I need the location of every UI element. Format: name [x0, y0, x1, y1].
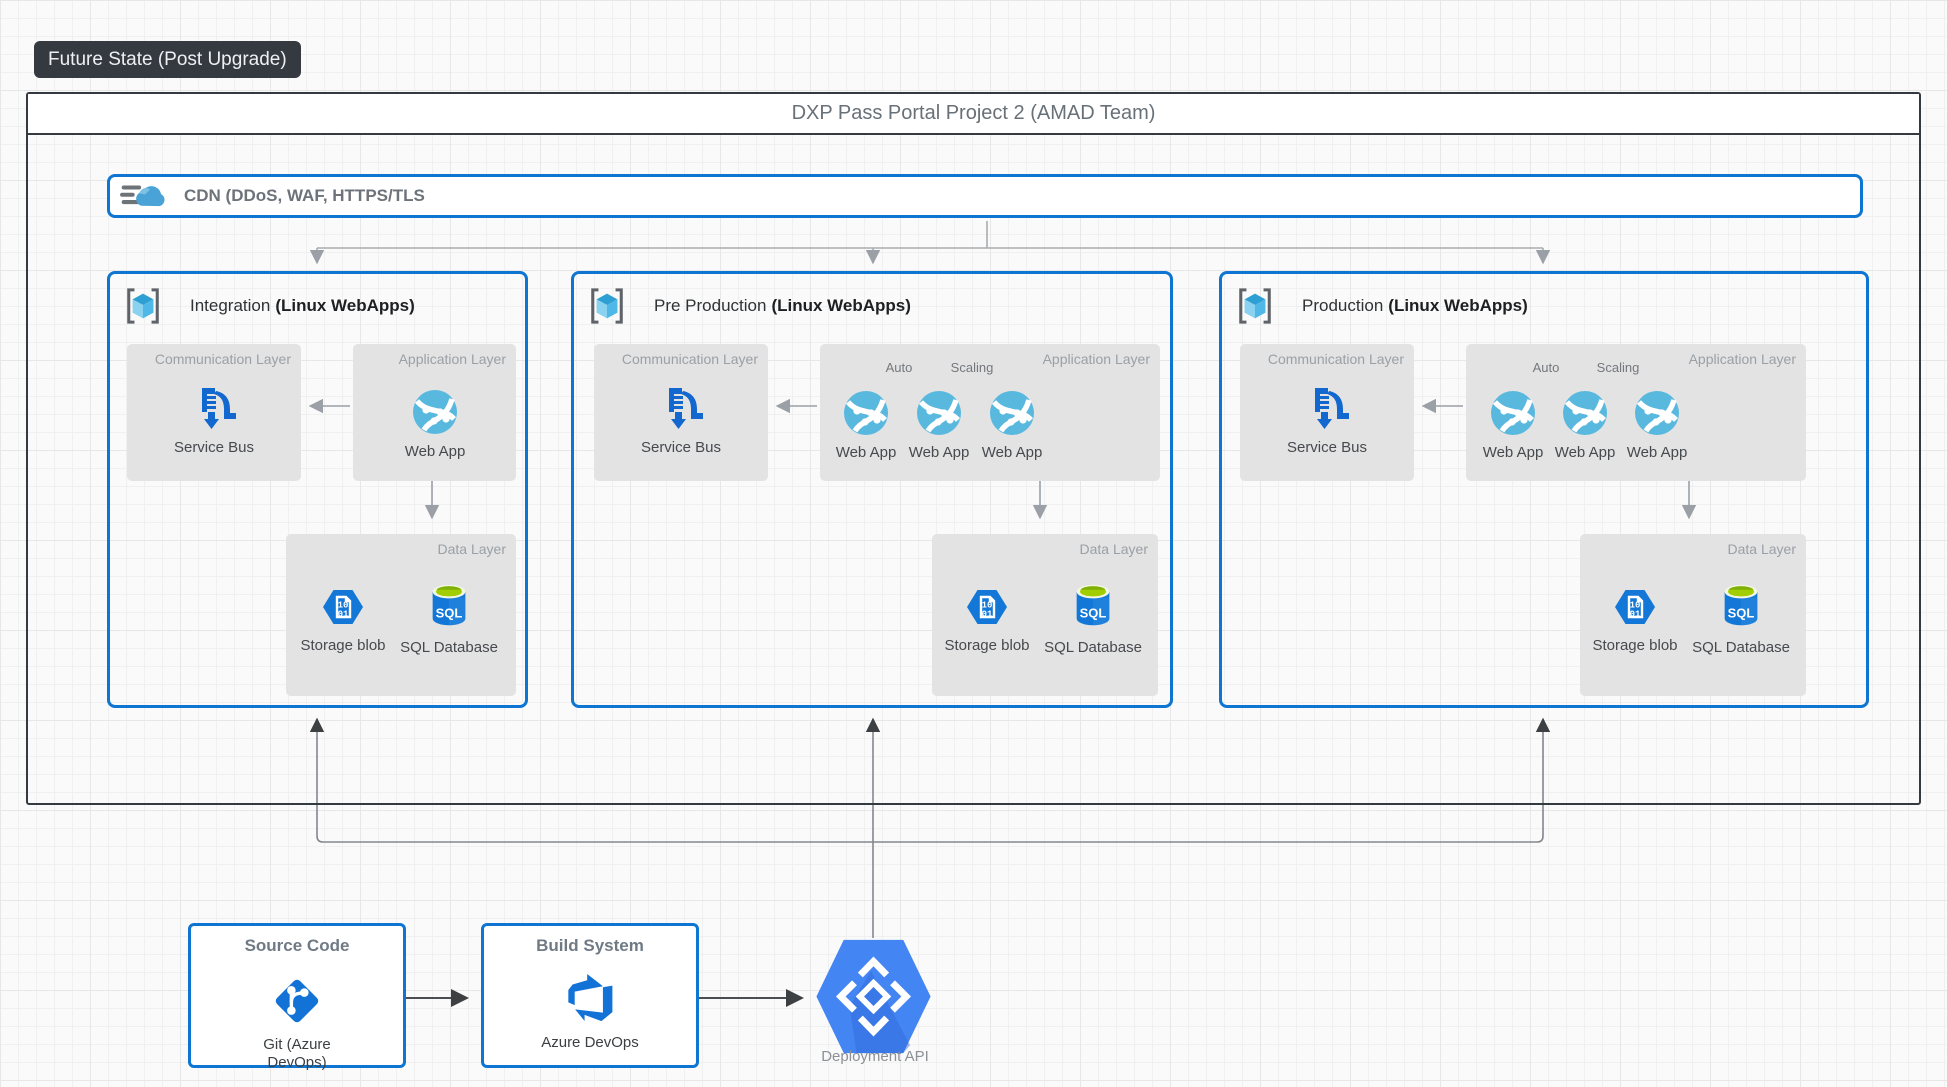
git-icon	[272, 976, 322, 1026]
scaling-label: Scaling	[1592, 360, 1644, 376]
storage-blob-icon	[965, 588, 1009, 626]
auto-label: Auto	[879, 360, 919, 376]
api-hexagon-icon	[811, 936, 936, 1057]
cdn-label: CDN (DDoS, WAF, HTTPS/TLS	[184, 186, 425, 205]
web-app-node[interactable]: Web App	[1549, 389, 1621, 461]
container-cube-icon	[1239, 288, 1271, 324]
build-system-title: Build System	[536, 936, 644, 955]
deployment-api-node[interactable]	[811, 936, 936, 1057]
storage-blob-node[interactable]: Storage blob	[288, 584, 398, 654]
web-app-icon	[411, 388, 459, 436]
azure-devops-node[interactable]: Azure DevOps	[484, 974, 696, 1051]
data-layer[interactable]: Data Layer Storage blob SQL Database	[932, 534, 1158, 696]
data-layer[interactable]: Data Layer Storage blob SQL Database	[1580, 534, 1806, 696]
web-app-node[interactable]: Web App	[830, 389, 902, 461]
sql-database-node[interactable]: SQL Database	[1037, 582, 1149, 656]
cdn-cloud-icon	[120, 185, 165, 207]
git-node[interactable]: Git (Azure DevOps)	[191, 974, 403, 1072]
deployment-api-label: Deployment API	[821, 1048, 929, 1065]
env-title: Production(Linux WebApps)	[1302, 296, 1528, 315]
web-app-node[interactable]: Web App	[1477, 389, 1549, 461]
web-app-node[interactable]: Web App	[1621, 389, 1693, 461]
web-app-icon	[1561, 389, 1609, 437]
env-integration[interactable]: Integration(Linux WebApps) Communication…	[107, 271, 528, 708]
service-bus-node[interactable]: Service Bus	[594, 384, 768, 456]
web-app-node[interactable]: Web App	[399, 388, 471, 460]
container-cube-icon	[127, 288, 159, 324]
storage-blob-icon	[1613, 588, 1657, 626]
source-code-title: Source Code	[244, 936, 350, 955]
sql-database-node[interactable]: SQL Database	[393, 582, 505, 656]
web-app-icon	[842, 389, 890, 437]
service-bus-node[interactable]: Service Bus	[1240, 384, 1414, 456]
scaling-label: Scaling	[946, 360, 998, 376]
env-title: Integration(Linux WebApps)	[190, 296, 415, 315]
project-container[interactable]: DXP Pass Portal Project 2 (AMAD Team)	[26, 92, 1921, 805]
web-app-node[interactable]: Web App	[976, 389, 1048, 461]
cdn-bar[interactable]: CDN (DDoS, WAF, HTTPS/TLS	[107, 174, 1863, 218]
sql-database-icon	[1076, 584, 1110, 626]
sql-database-icon	[1724, 584, 1758, 626]
communication-layer[interactable]: Communication Layer Service Bus	[594, 344, 768, 481]
service-bus-node[interactable]: Service Bus	[127, 384, 301, 456]
sql-database-icon	[432, 584, 466, 626]
service-bus-icon	[669, 388, 703, 429]
project-title: DXP Pass Portal Project 2 (AMAD Team)	[28, 94, 1919, 135]
env-pre-production[interactable]: Pre Production(Linux WebApps) Communicat…	[571, 271, 1173, 708]
storage-blob-icon	[321, 588, 365, 626]
communication-layer[interactable]: Communication Layer Service Bus	[1240, 344, 1414, 481]
web-app-icon	[1489, 389, 1537, 437]
web-app-node[interactable]: Web App	[903, 389, 975, 461]
service-bus-icon	[1315, 388, 1349, 429]
service-bus-icon	[202, 388, 236, 429]
azure-devops-icon	[568, 974, 613, 1022]
build-system-box[interactable]: Build System Azure DevOps	[481, 923, 699, 1068]
auto-label: Auto	[1526, 360, 1566, 376]
sql-database-node[interactable]: SQL Database	[1685, 582, 1797, 656]
application-layer[interactable]: Application Layer Web App	[353, 344, 516, 481]
source-code-box[interactable]: Source Code Git (Azure DevOps)	[188, 923, 406, 1071]
web-app-icon	[915, 389, 963, 437]
env-title: Pre Production(Linux WebApps)	[654, 296, 911, 315]
communication-layer[interactable]: Communication Layer Service Bus	[127, 344, 301, 481]
future-state-badge: Future State (Post Upgrade)	[34, 41, 301, 78]
web-app-icon	[1633, 389, 1681, 437]
container-cube-icon	[591, 288, 623, 324]
data-layer[interactable]: Data Layer Storage blob SQL Database	[286, 534, 516, 696]
storage-blob-node[interactable]: Storage blob	[932, 584, 1042, 654]
storage-blob-node[interactable]: Storage blob	[1580, 584, 1690, 654]
web-app-icon	[988, 389, 1036, 437]
env-production[interactable]: Production(Linux WebApps) Communication …	[1219, 271, 1869, 708]
